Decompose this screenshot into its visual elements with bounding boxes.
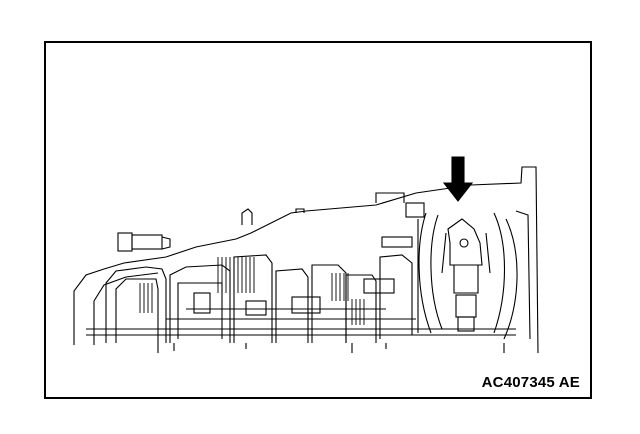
transmission-cross-section-icon bbox=[73, 156, 539, 354]
figure-code: AC407345 AE bbox=[481, 374, 580, 391]
down-arrow-icon bbox=[442, 156, 474, 202]
figure-frame: AC407345 AE bbox=[44, 41, 592, 399]
